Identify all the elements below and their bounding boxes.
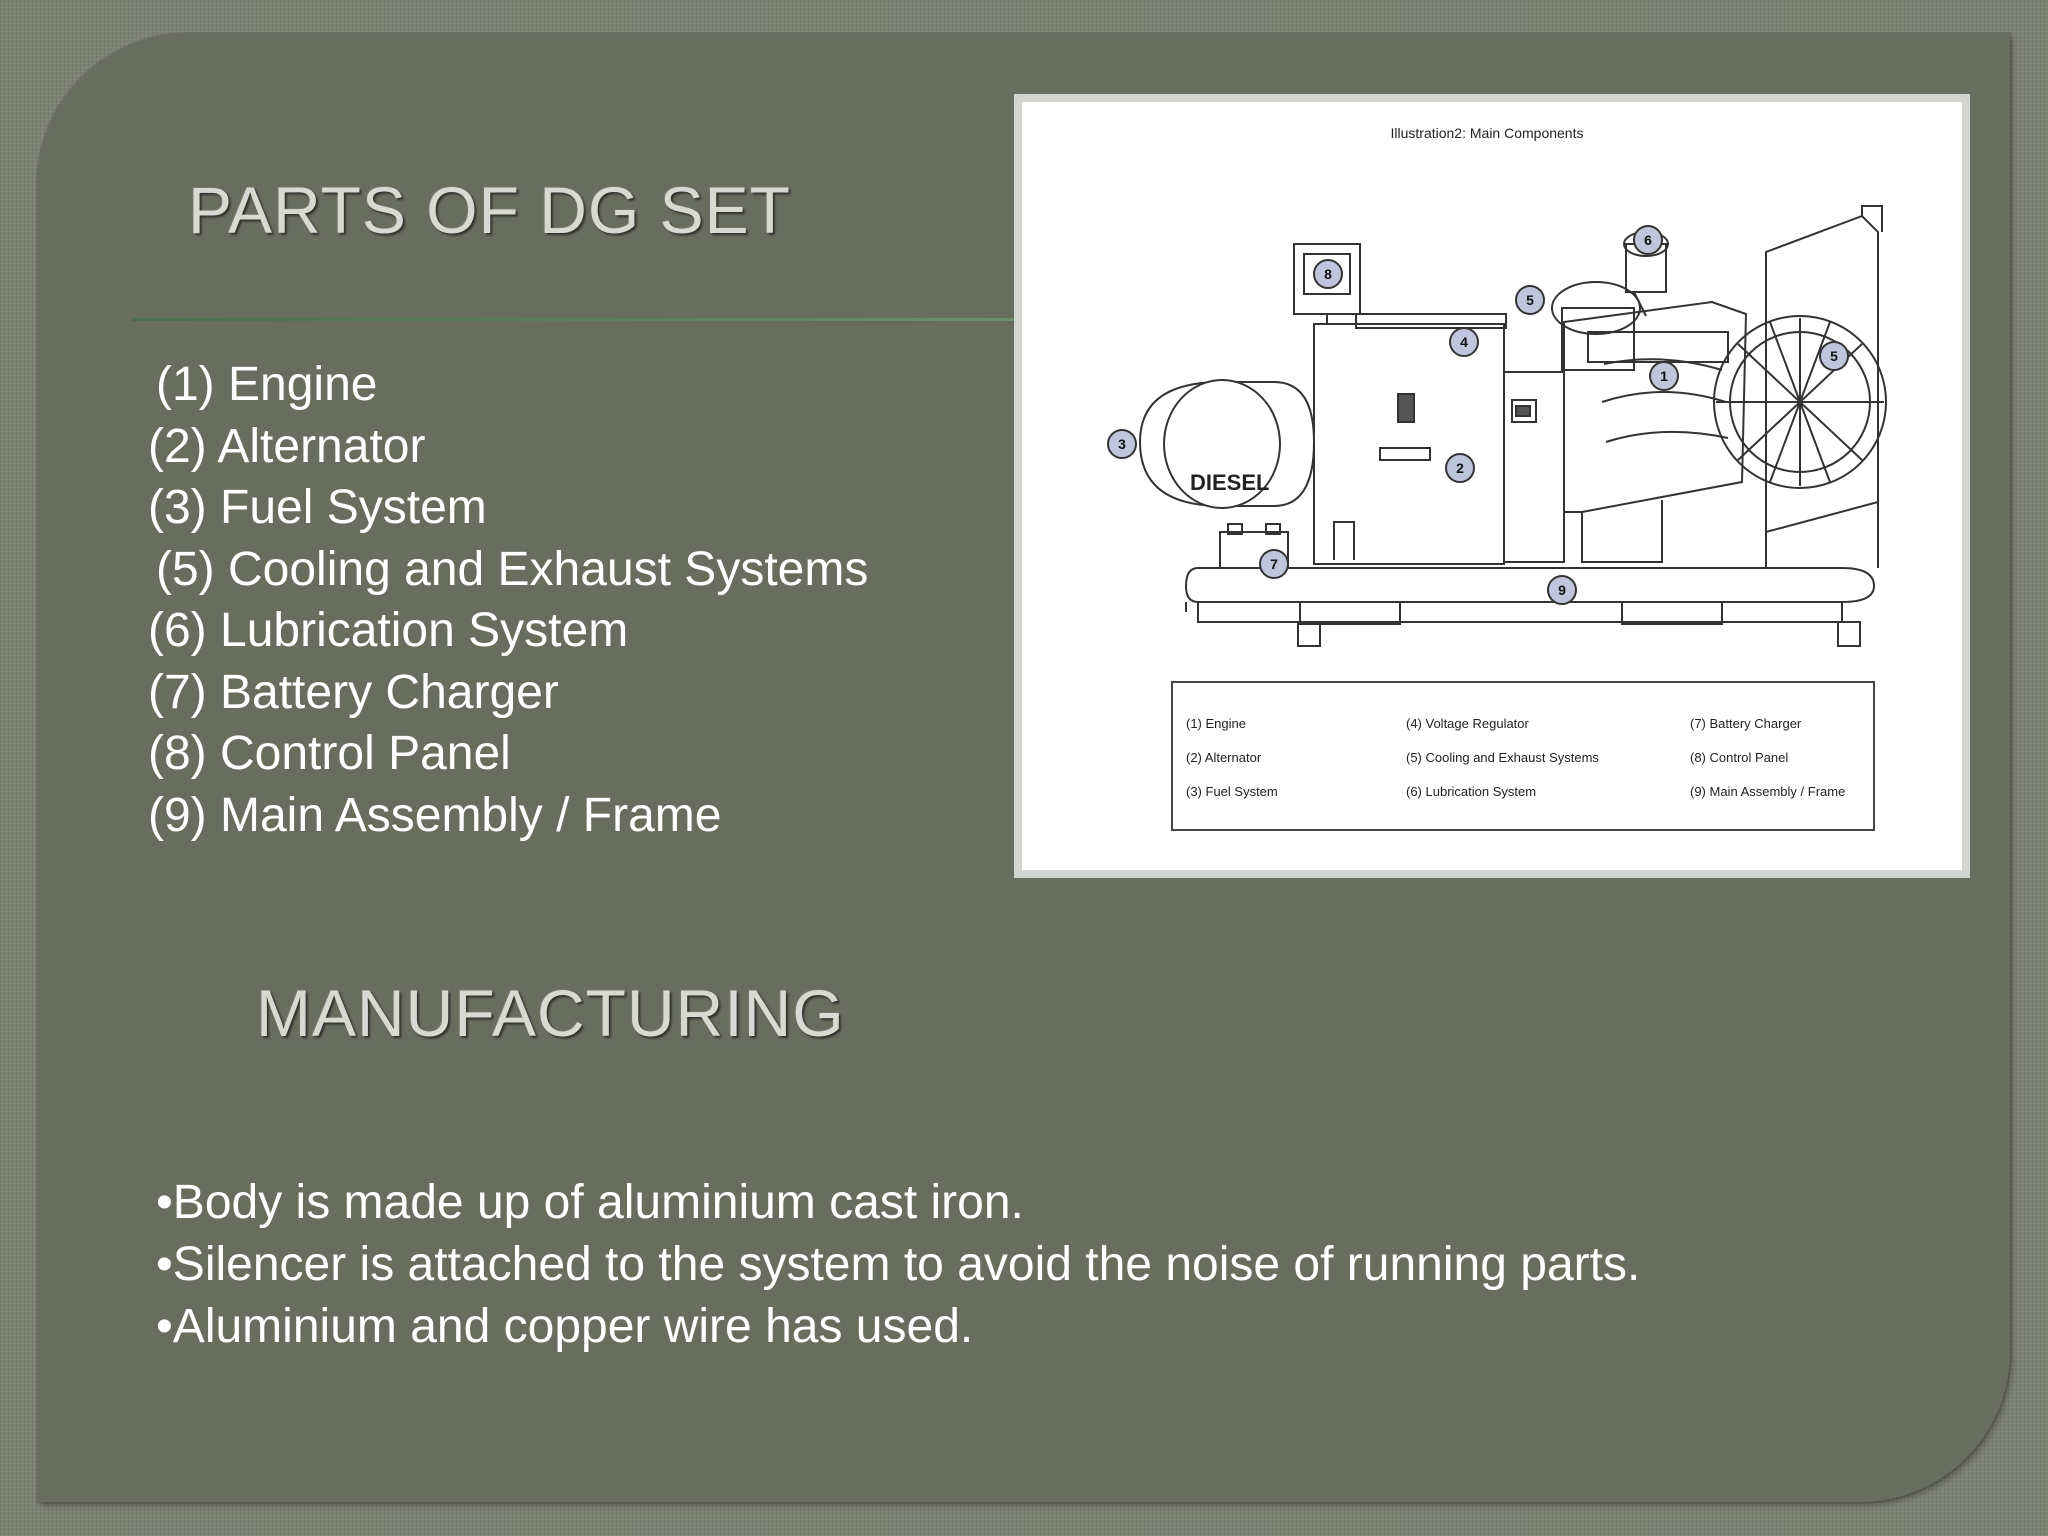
- bullet-item: •Aluminium and copper wire has used.: [156, 1300, 974, 1353]
- legend-item: (8) Control Panel: [1690, 750, 1788, 765]
- svg-text:5: 5: [1830, 348, 1838, 364]
- legend-item: (1) Engine: [1186, 716, 1246, 731]
- callout-2: 2: [1445, 453, 1475, 483]
- svg-text:6: 6: [1644, 232, 1652, 248]
- callout-5-exhaust: 5: [1515, 285, 1545, 315]
- svg-text:2: 2: [1456, 460, 1464, 476]
- svg-text:1: 1: [1660, 368, 1668, 384]
- generator-drawing: DIESEL: [1138, 205, 1887, 647]
- legend-item: (2) Alternator: [1186, 750, 1262, 765]
- parts-list-item: (2) Alternator: [148, 419, 426, 473]
- svg-text:4: 4: [1460, 334, 1468, 350]
- parts-list-item: (1) Engine: [156, 358, 378, 411]
- parts-list-item: (5) Cooling and Exhaust Systems: [156, 542, 869, 596]
- parts-list-item: (9) Main Assembly / Frame: [148, 788, 722, 842]
- bullet-item: •Body is made up of aluminium cast iron.: [156, 1176, 1024, 1229]
- callout-4: 4: [1449, 327, 1479, 357]
- dg-set-illustration: Illustration2: Main Components DIESEL: [1022, 102, 1962, 870]
- legend-item: (7) Battery Charger: [1690, 716, 1802, 731]
- svg-text:9: 9: [1558, 582, 1566, 598]
- parts-list: (1) Engine (2) Alternator (3) Fuel Syste…: [148, 354, 868, 846]
- callout-7: 7: [1259, 549, 1289, 579]
- parts-list-item: (6) Lubrication System: [148, 604, 629, 657]
- svg-text:3: 3: [1118, 436, 1126, 452]
- slide-title: PARTS OF DG SET: [188, 173, 791, 247]
- callout-markers: 8 5 6 4 1 5 3 2 7 9: [1107, 225, 1849, 605]
- parts-list-item: (3) Fuel System: [148, 481, 487, 534]
- section-title: MANUFACTURING: [256, 976, 845, 1050]
- callout-1: 1: [1649, 361, 1679, 391]
- svg-text:8: 8: [1324, 266, 1332, 282]
- legend-item: (3) Fuel System: [1186, 784, 1278, 799]
- callout-9: 9: [1547, 575, 1577, 605]
- manufacturing-bullets: •Body is made up of aluminium cast iron.…: [156, 1172, 1640, 1358]
- title-divider: [132, 318, 1022, 321]
- callout-5-cooling: 5: [1819, 341, 1849, 371]
- svg-text:7: 7: [1270, 556, 1278, 572]
- figure-frame: Illustration2: Main Components DIESEL: [1014, 94, 1970, 878]
- legend-item: (9) Main Assembly / Frame: [1690, 784, 1845, 799]
- callout-8: 8: [1313, 259, 1343, 289]
- tank-label: DIESEL: [1190, 470, 1269, 495]
- callout-6: 6: [1633, 225, 1663, 255]
- bullet-item: •Silencer is attached to the system to a…: [156, 1238, 1641, 1291]
- callout-3: 3: [1107, 429, 1137, 459]
- legend-item: (6) Lubrication System: [1406, 784, 1536, 799]
- figure-caption: Illustration2: Main Components: [1391, 125, 1584, 141]
- legend-table: (1) Engine (2) Alternator (3) Fuel Syste…: [1171, 681, 1875, 831]
- legend-item: (5) Cooling and Exhaust Systems: [1406, 750, 1599, 765]
- parts-list-item: (8) Control Panel: [148, 727, 511, 780]
- legend-item: (4) Voltage Regulator: [1406, 716, 1530, 731]
- parts-list-item: (7) Battery Charger: [148, 665, 559, 719]
- svg-text:5: 5: [1526, 292, 1534, 308]
